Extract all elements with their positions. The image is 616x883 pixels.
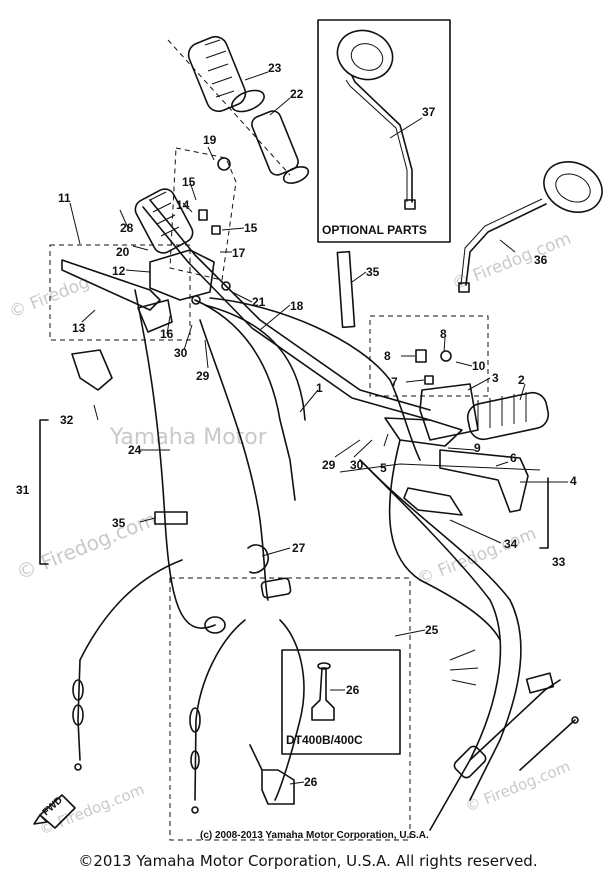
callout: 32 xyxy=(60,413,74,427)
watermark-left: © Firedog.com xyxy=(13,507,160,585)
callout: 10 xyxy=(472,359,486,373)
brake-lever xyxy=(439,449,529,513)
callout: 8 xyxy=(440,327,447,341)
bracket-33 xyxy=(539,477,549,549)
callout: 13 xyxy=(72,321,86,335)
optional-parts-label: OPTIONAL PARTS xyxy=(322,223,427,237)
callout: 15 xyxy=(182,175,196,189)
callout: 29 xyxy=(196,369,210,383)
callout: 12 xyxy=(112,264,126,278)
callout: 6 xyxy=(510,451,517,465)
callout: 7 xyxy=(391,375,398,389)
callout: 1 xyxy=(316,381,323,395)
callout: 19 xyxy=(203,133,217,147)
cable-clip xyxy=(247,544,269,574)
callouts: 1 2 3 4 5 6 7 8 8 9 10 11 12 13 14 15 15… xyxy=(16,61,577,789)
brake-cover xyxy=(403,487,463,516)
callout: 24 xyxy=(128,443,142,457)
cable-strap-lower xyxy=(154,511,188,525)
callout: 31 xyxy=(16,483,30,497)
callout: 30 xyxy=(174,346,188,360)
cap-26-lower xyxy=(249,744,295,805)
callout: 21 xyxy=(252,295,266,309)
callout: 16 xyxy=(160,327,174,341)
callout: 18 xyxy=(290,299,304,313)
callout: 17 xyxy=(232,246,246,260)
callout: 30 xyxy=(350,458,364,472)
callout: 35 xyxy=(112,516,126,530)
callout: 11 xyxy=(58,191,71,205)
callout: 2 xyxy=(518,373,525,387)
callout: 26 xyxy=(304,775,318,789)
optional-parts-box xyxy=(317,19,451,243)
mirror-right xyxy=(458,161,603,293)
callout: 20 xyxy=(116,245,130,259)
leader-lines xyxy=(69,71,568,785)
callout: 22 xyxy=(290,87,304,101)
callout: 5 xyxy=(380,461,387,475)
callout: 14 xyxy=(176,198,190,212)
small-copyright: (c) 2008-2013 Yamaha Motor Corporation, … xyxy=(200,830,429,841)
left-grip xyxy=(167,35,310,184)
callout: 36 xyxy=(534,253,548,267)
callout: 3 xyxy=(492,371,499,385)
callout: 35 xyxy=(366,265,380,279)
callout: 29 xyxy=(322,458,336,472)
callout: 34 xyxy=(504,537,518,551)
callout: 27 xyxy=(292,541,306,555)
cable-strap-upper xyxy=(336,250,356,329)
watermark-upper-left: © Firedog xyxy=(6,272,92,322)
bracket-31 xyxy=(39,419,49,565)
model-label: DT400B/400C xyxy=(286,733,363,747)
cables xyxy=(72,289,579,831)
callout: 23 xyxy=(268,61,282,75)
cap-26-upper xyxy=(311,662,335,721)
callout: 37 xyxy=(422,105,436,119)
clutch-lever xyxy=(61,259,173,333)
model-inner-box xyxy=(281,649,401,755)
footer-copyright: ©2013 Yamaha Motor Corporation, U.S.A. A… xyxy=(78,852,538,870)
callout: 28 xyxy=(120,221,134,235)
handlebar xyxy=(142,199,431,421)
callout: 26 xyxy=(346,683,360,697)
callout: 33 xyxy=(552,555,566,569)
callout: 15 xyxy=(244,221,258,235)
model-box xyxy=(169,577,411,841)
callout: 9 xyxy=(474,441,481,455)
mirror-optional xyxy=(336,29,416,210)
callout: 8 xyxy=(384,349,391,363)
callout: 25 xyxy=(425,623,439,637)
right-grip xyxy=(369,315,550,447)
callout: 4 xyxy=(570,474,577,488)
lever-cover xyxy=(71,349,113,391)
